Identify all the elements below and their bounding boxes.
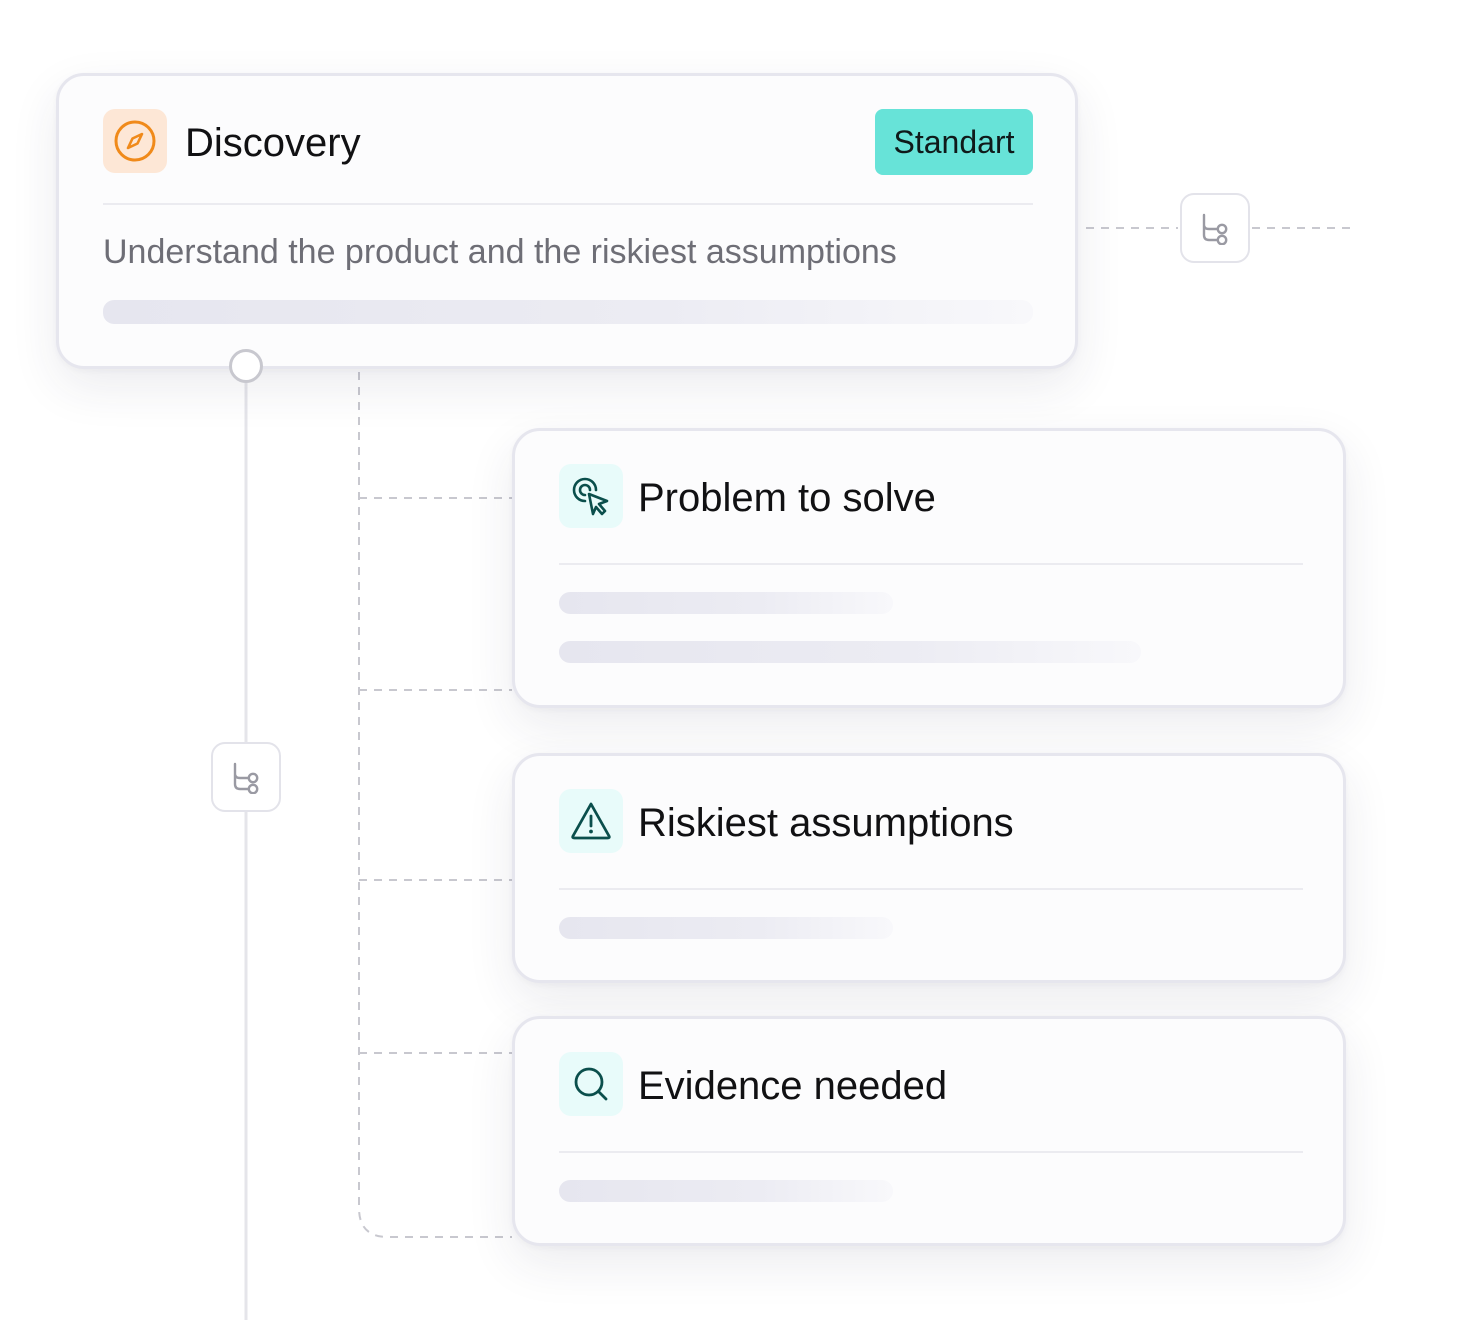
skeleton-bar [559, 917, 893, 939]
status-badge: Standart [875, 109, 1033, 175]
compass-icon [103, 109, 167, 173]
step-card-problem[interactable]: Problem to solve [512, 428, 1346, 708]
warning-triangle-icon [559, 789, 623, 853]
step-card-evidence[interactable]: Evidence needed [512, 1016, 1346, 1246]
skeleton-bar [559, 641, 1141, 663]
step-divider [559, 1151, 1303, 1153]
discovery-title: Discovery [185, 121, 361, 165]
step-divider [559, 888, 1303, 890]
step-title: Problem to solve [638, 476, 936, 520]
discovery-divider [103, 203, 1033, 205]
cursor-click-icon [559, 464, 623, 528]
search-icon [559, 1052, 623, 1116]
branch-icon[interactable] [211, 742, 281, 812]
branch-icon[interactable] [1180, 193, 1250, 263]
connection-anchor[interactable] [229, 349, 263, 383]
step-card-assumptions[interactable]: Riskiest assumptions [512, 753, 1346, 983]
skeleton-bar [559, 1180, 893, 1202]
step-divider [559, 563, 1303, 565]
discovery-skeleton-bar [103, 300, 1033, 324]
step-title: Evidence needed [638, 1064, 948, 1108]
discovery-subtitle: Understand the product and the riskiest … [103, 233, 897, 271]
discovery-card[interactable]: Discovery Standart Understand the produc… [56, 73, 1078, 369]
skeleton-bar [559, 592, 893, 614]
dashed-trunk [358, 372, 512, 1238]
step-title: Riskiest assumptions [638, 801, 1014, 845]
